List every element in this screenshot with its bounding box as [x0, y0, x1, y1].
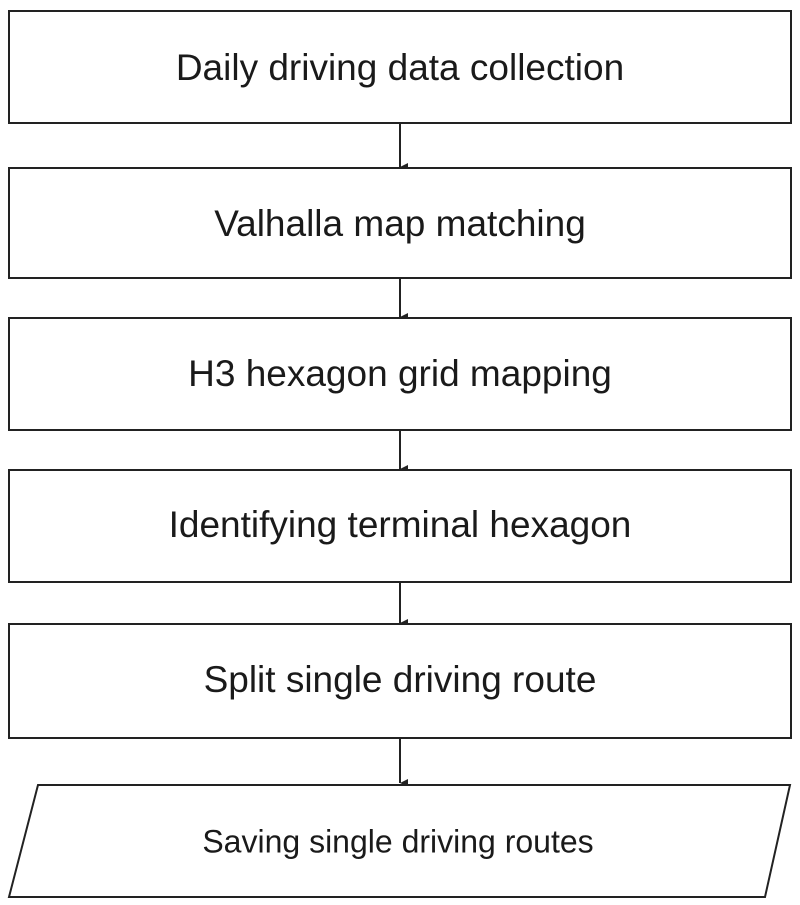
- step-3-label: H3 hexagon grid mapping: [188, 353, 612, 394]
- step-1-label: Daily driving data collection: [176, 47, 624, 88]
- step-6-parallelogram: [7, 784, 792, 898]
- step-3-box: [8, 317, 792, 431]
- step-5-box: [8, 623, 792, 739]
- step-2-box: [8, 167, 792, 279]
- step-6-label: Saving single driving routes: [202, 823, 593, 859]
- step-4-box: [8, 469, 792, 583]
- step-5-label: Split single driving route: [204, 659, 597, 700]
- step-1-box: [8, 10, 792, 124]
- step-2-label: Valhalla map matching: [214, 203, 586, 244]
- step-4-label: Identifying terminal hexagon: [169, 504, 632, 545]
